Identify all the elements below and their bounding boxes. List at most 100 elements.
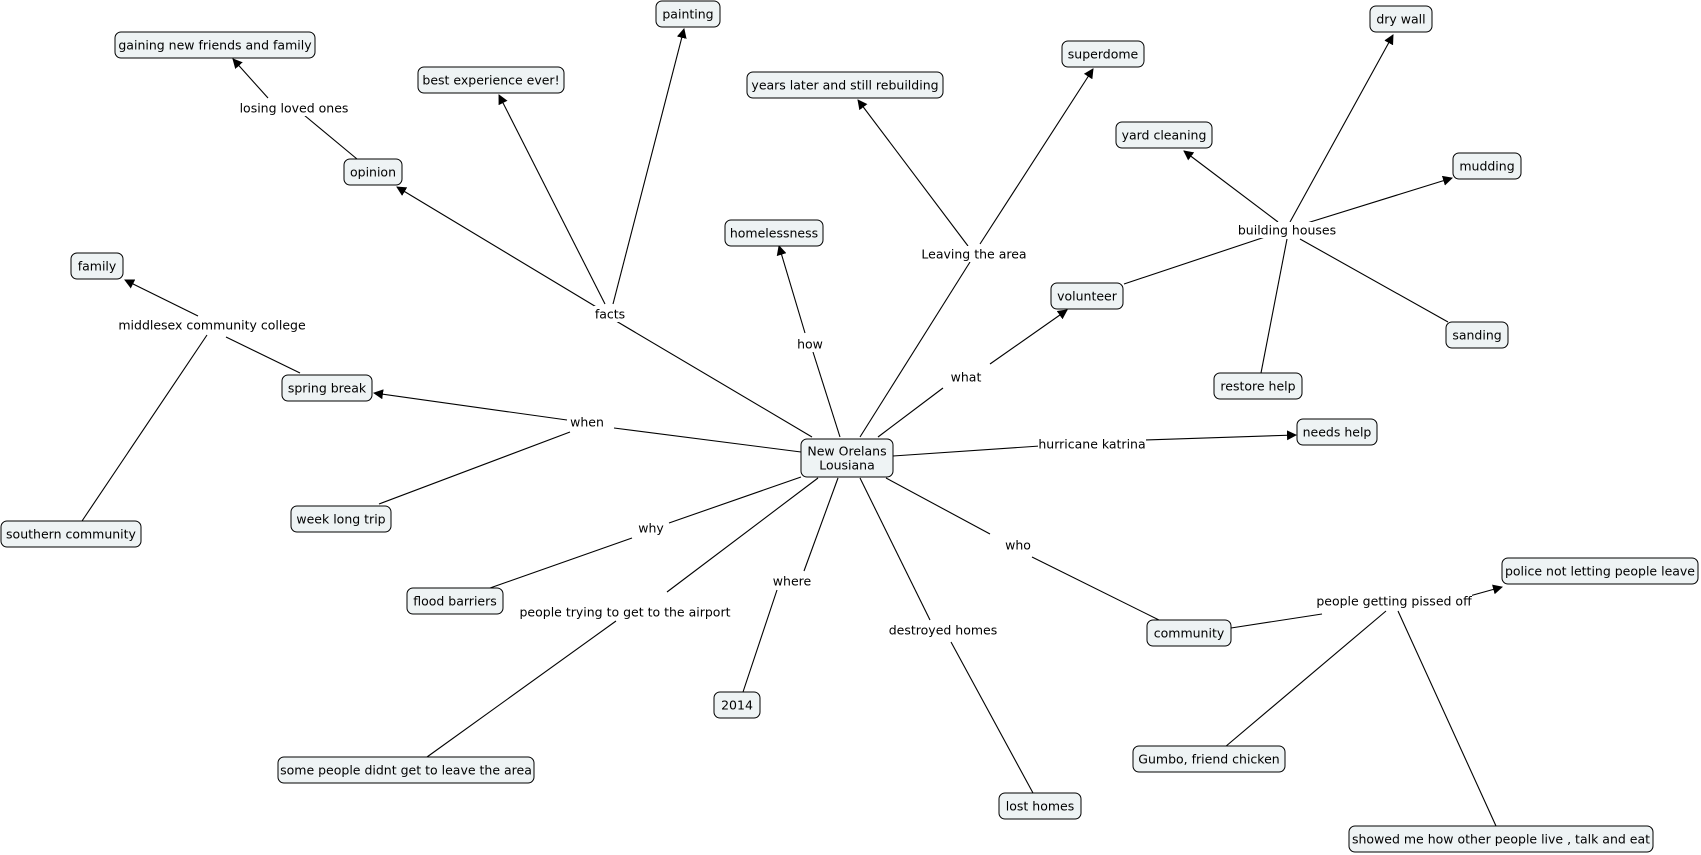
svg-text:community: community <box>1154 626 1225 641</box>
svg-text:Gumbo, friend chicken: Gumbo, friend chicken <box>1138 752 1279 767</box>
svg-text:week long trip: week long trip <box>296 512 385 527</box>
link-label-losing: losing loved ones <box>240 100 349 116</box>
node-yard-cleaning[interactable]: yard cleaning <box>1115 121 1213 149</box>
svg-text:gaining new friends and family: gaining new friends and family <box>118 38 312 53</box>
svg-text:volunteer: volunteer <box>1057 289 1118 304</box>
svg-text:painting: painting <box>662 7 713 22</box>
link-label-leaving: Leaving the area <box>921 246 1027 262</box>
edge-pissed-gumbo <box>1224 610 1387 748</box>
edge-volunteer-building <box>1123 235 1269 285</box>
svg-text:2014: 2014 <box>721 698 753 713</box>
svg-text:yard cleaning: yard cleaning <box>1122 128 1207 143</box>
node-homelessness[interactable]: homelessness <box>724 219 824 247</box>
edge-who-community <box>1031 556 1162 622</box>
node-southern-community[interactable]: southern community <box>0 520 142 548</box>
edge-middlesex-southern <box>81 334 208 522</box>
svg-text:spring break: spring break <box>288 381 367 396</box>
edge-where-2014 <box>742 589 778 693</box>
node-painting[interactable]: painting <box>655 0 721 28</box>
edge-facts-painting <box>612 28 687 305</box>
svg-text:facts: facts <box>595 307 625 322</box>
node-2014[interactable]: 2014 <box>713 691 761 719</box>
edge-center-facts <box>610 317 813 438</box>
node-spring-break[interactable]: spring break <box>281 374 373 402</box>
edge-center-when <box>613 427 802 453</box>
link-label-where: where <box>770 573 814 589</box>
svg-text:who: who <box>1005 538 1031 553</box>
edge-center-where <box>803 477 839 572</box>
link-label-facts: facts <box>594 306 625 322</box>
svg-text:people getting pissed off: people getting pissed off <box>1316 594 1472 609</box>
edge-center-leaving <box>859 261 971 438</box>
link-label-pissed: people getting pissed off <box>1316 593 1472 609</box>
link-label-how: how <box>795 336 825 352</box>
edge-when-weeklong <box>378 431 571 505</box>
edge-when-springbreak <box>373 389 568 421</box>
node-sanding[interactable]: sanding <box>1445 321 1509 349</box>
edge-losing-gaining <box>232 58 269 99</box>
svg-text:dry wall: dry wall <box>1376 12 1425 27</box>
node-opinion[interactable]: opinion <box>343 158 403 186</box>
svg-text:sanding: sanding <box>1452 328 1501 343</box>
node-police[interactable]: police not letting people leave <box>1501 557 1699 585</box>
node-needs-help[interactable]: needs help <box>1296 418 1378 446</box>
link-label-airport: people trying to get to the airport <box>519 604 731 620</box>
edge-center-how <box>812 351 841 438</box>
edge-middlesex-family <box>124 279 199 317</box>
svg-text:restore help: restore help <box>1220 379 1295 394</box>
edge-center-why <box>668 476 802 524</box>
svg-text:where: where <box>773 574 812 589</box>
link-label-building: building houses <box>1238 222 1336 238</box>
edge-building-restore <box>1260 238 1288 374</box>
node-years-later[interactable]: years later and still rebuilding <box>746 71 944 99</box>
svg-text:losing loved ones: losing loved ones <box>240 101 349 116</box>
svg-text:showed me how other people liv: showed me how other people live , talk a… <box>1352 832 1650 847</box>
node-showed-me[interactable]: showed me how other people live , talk a… <box>1348 825 1654 853</box>
link-labels: losing loved ones facts Leaving the area… <box>118 100 1472 638</box>
edge-center-destroyed <box>859 477 931 621</box>
node-best-experience[interactable]: best experience ever! <box>417 66 565 94</box>
node-flood-barriers[interactable]: flood barriers <box>406 587 504 615</box>
edge-building-yard <box>1183 150 1279 223</box>
node-lost-homes[interactable]: lost homes <box>998 792 1082 820</box>
svg-text:Lousiana: Lousiana <box>819 458 875 473</box>
node-week-long-trip[interactable]: week long trip <box>290 505 392 533</box>
svg-text:people trying to get to the ai: people trying to get to the airport <box>519 605 730 620</box>
edge-building-sanding <box>1299 238 1449 323</box>
edge-facts-best <box>498 94 606 305</box>
node-family[interactable]: family <box>70 252 124 280</box>
edge-leaving-years <box>857 99 969 247</box>
svg-text:how: how <box>797 337 823 352</box>
node-center[interactable]: New Orelans Lousiana <box>800 438 894 478</box>
svg-text:lost homes: lost homes <box>1006 799 1074 814</box>
svg-text:flood barriers: flood barriers <box>413 594 497 609</box>
node-superdome[interactable]: superdome <box>1061 40 1145 68</box>
edge-destroyed-losthomes <box>950 641 1034 794</box>
node-gumbo[interactable]: Gumbo, friend chicken <box>1132 745 1286 773</box>
connectors <box>81 28 1503 827</box>
edge-why-flood <box>489 537 633 589</box>
svg-text:superdome: superdome <box>1068 47 1139 62</box>
edge-center-who <box>885 477 991 535</box>
node-volunteer[interactable]: volunteer <box>1050 282 1124 310</box>
node-dry-wall[interactable]: dry wall <box>1369 5 1433 33</box>
svg-text:years later and still rebuildi: years later and still rebuilding <box>751 78 938 93</box>
svg-text:some people didnt get to leave: some people didnt get to leave the area <box>280 763 532 778</box>
link-label-why: why <box>635 520 667 536</box>
edge-building-drywall <box>1289 34 1394 223</box>
node-gaining[interactable]: gaining new friends and family <box>114 31 316 59</box>
node-community[interactable]: community <box>1146 619 1232 647</box>
edge-center-hurricane <box>892 445 1041 457</box>
link-label-who: who <box>1002 537 1034 553</box>
edge-springbreak-middlesex <box>225 336 301 374</box>
node-restore-help[interactable]: restore help <box>1213 372 1303 400</box>
node-some-people[interactable]: some people didnt get to leave the area <box>277 756 535 784</box>
edge-pissed-showed <box>1397 610 1497 827</box>
svg-text:destroyed homes: destroyed homes <box>889 623 998 638</box>
svg-text:hurricane katrina: hurricane katrina <box>1038 437 1145 452</box>
node-mudding[interactable]: mudding <box>1452 152 1522 180</box>
edge-opinion-losing <box>303 114 358 160</box>
link-label-middlesex: middlesex community college <box>118 317 306 333</box>
